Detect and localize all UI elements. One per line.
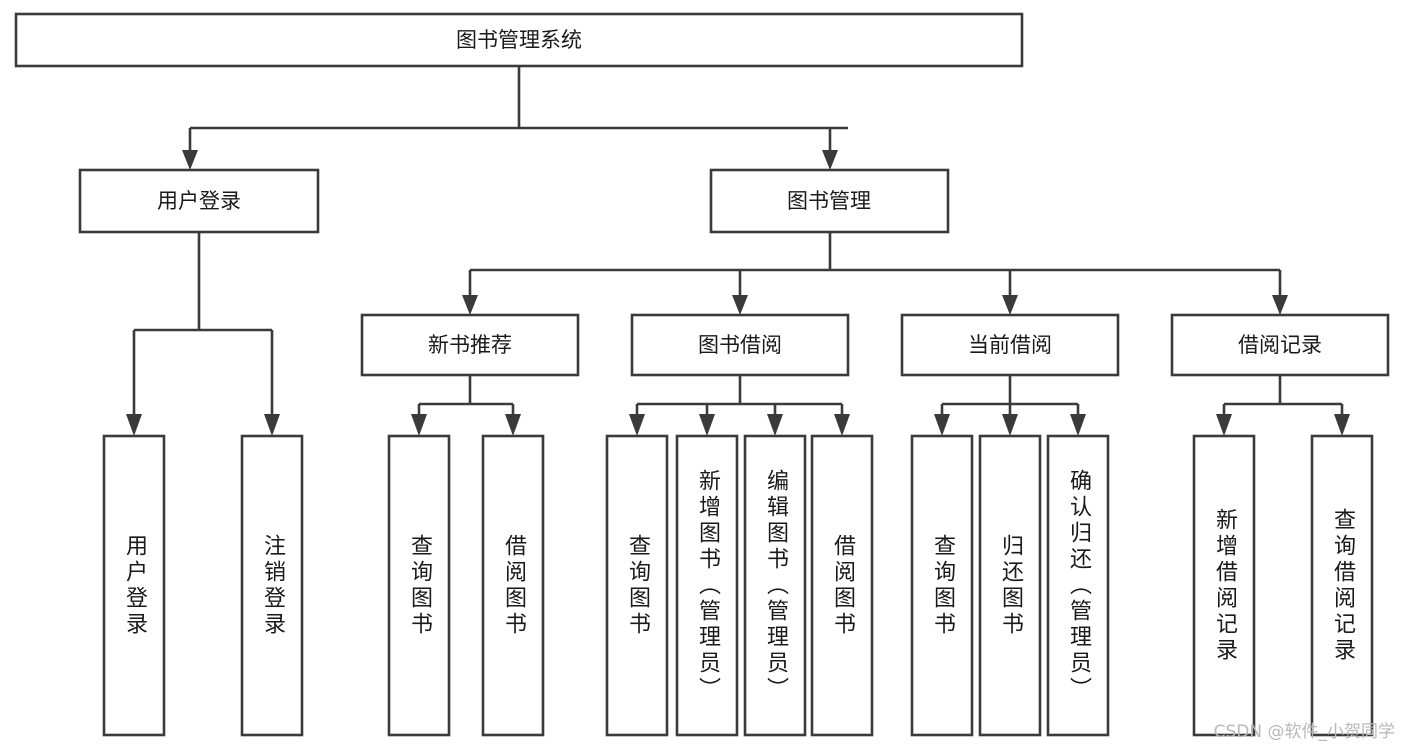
node-borrow-records-label: 借阅记录 [1238,333,1322,357]
node-book-borrow-label: 图书借阅 [698,333,782,357]
node-book-management-label: 图书管理 [787,189,871,213]
node-new-book-recommend[interactable]: 新书推荐 [360,313,580,377]
connector-currentborrow-to-leaves [934,375,1086,436]
leaf-box-query-book-3[interactable] [910,434,974,737]
leaf-box-borrow-book-2[interactable] [810,434,874,737]
node-book-borrow[interactable]: 图书借阅 [630,313,850,377]
leaf-box-add-borrow-record[interactable] [1192,434,1256,737]
leaf-box-edit-book-admin[interactable] [743,434,807,737]
leaf-box-return-book[interactable] [978,434,1042,737]
leaf-box-add-book-admin[interactable] [675,434,739,737]
node-current-borrow[interactable]: 当前借阅 [900,313,1120,377]
node-root[interactable]: 图书管理系统 [14,12,1024,68]
leaf-box-confirm-return-admin[interactable] [1046,434,1110,737]
leaf-box-user-login[interactable] [102,434,166,737]
connector-newbook-to-leaves [411,375,521,436]
leaf-box-query-book-1[interactable] [387,434,451,737]
node-user-login-label: 用户登录 [157,189,241,213]
node-borrow-records[interactable]: 借阅记录 [1170,313,1390,377]
node-book-management[interactable]: 图书管理 [709,168,950,234]
leaf-box-logout[interactable] [240,434,304,737]
node-current-borrow-label: 当前借阅 [968,333,1052,357]
leaf-box-query-book-2[interactable] [605,434,669,737]
connector-borrowrecords-to-leaves [1216,375,1350,436]
node-user-login[interactable]: 用户登录 [78,168,320,234]
connector-bookmgmt-to-level3 [462,232,1288,315]
connector-userlogin-to-leaves [126,232,280,436]
connector-root-to-level2 [182,66,848,170]
node-new-book-recommend-label: 新书推荐 [428,333,512,357]
connector-bookborrow-to-leaves [629,375,850,436]
leaf-box-borrow-book-1[interactable] [481,434,545,737]
leaf-box-query-borrow-record[interactable] [1310,434,1374,737]
node-root-label: 图书管理系统 [456,28,582,52]
leaf-boxes [102,434,1374,737]
